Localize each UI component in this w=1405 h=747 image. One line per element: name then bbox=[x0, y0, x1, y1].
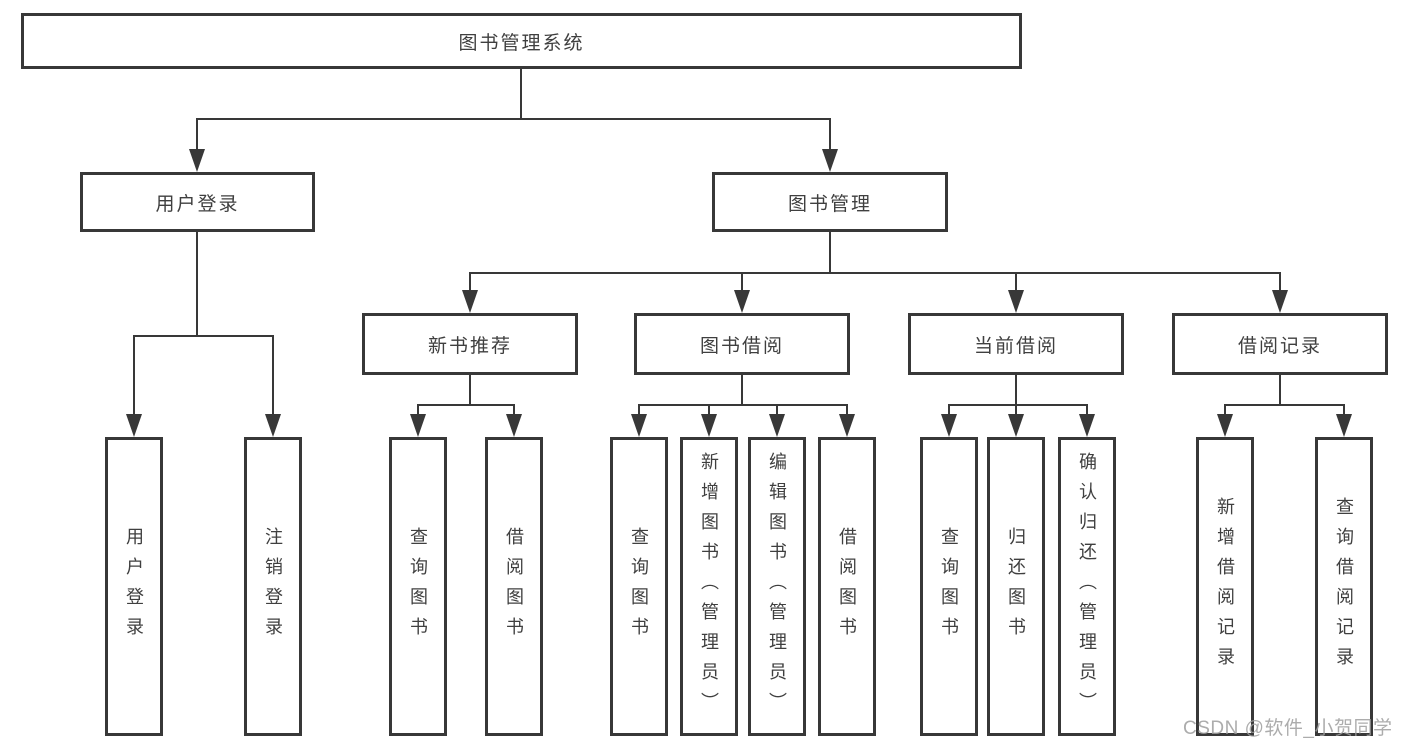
arrow-down-icon bbox=[1272, 290, 1288, 313]
arrow-down-icon bbox=[1008, 290, 1024, 313]
node-current-borrowing: 当前借阅 bbox=[908, 313, 1124, 375]
node-borrowing-records: 借阅记录 bbox=[1172, 313, 1388, 375]
leaf-query-books-borrow: 查询图书 bbox=[610, 437, 668, 736]
node-label: 编辑图书（管理员） bbox=[767, 451, 787, 722]
connector-shaft bbox=[469, 272, 471, 292]
node-label: 当前借阅 bbox=[973, 335, 1058, 357]
connector-drop bbox=[1279, 375, 1281, 406]
connector-shaft bbox=[708, 404, 710, 416]
leaf-confirm-return-admin: 确认归还（管理员） bbox=[1058, 437, 1116, 736]
arrow-down-icon bbox=[410, 414, 426, 437]
connector-shaft bbox=[846, 404, 848, 416]
node-label: 借阅图书 bbox=[504, 526, 524, 647]
leaf-edit-book-admin: 编辑图书（管理员） bbox=[748, 437, 806, 736]
arrow-down-icon bbox=[941, 414, 957, 437]
node-label: 借阅图书 bbox=[837, 526, 857, 647]
connector-shaft bbox=[513, 404, 515, 416]
connector-shaft bbox=[1015, 272, 1017, 292]
node-label: 查询图书 bbox=[408, 526, 428, 647]
connector-drop bbox=[1015, 375, 1017, 406]
leaf-logout: 注销登录 bbox=[244, 437, 302, 736]
arrow-down-icon bbox=[1008, 414, 1024, 437]
connector-user-login-drop bbox=[196, 232, 198, 336]
arrow-down-icon bbox=[631, 414, 647, 437]
csdn-watermark: CSDN @软件_小贺同学 bbox=[1183, 718, 1393, 739]
connector-level2-split bbox=[196, 118, 831, 120]
leaf-query-books-current: 查询图书 bbox=[920, 437, 978, 736]
connector-level3-split bbox=[469, 272, 1281, 274]
connector-user-login-split bbox=[133, 335, 274, 337]
connector-shaft bbox=[272, 335, 274, 417]
node-label: 用户登录 bbox=[124, 526, 144, 647]
arrow-down-icon bbox=[769, 414, 785, 437]
node-label: 查询图书 bbox=[629, 526, 649, 647]
connector-shaft bbox=[1086, 404, 1088, 416]
node-root-system: 图书管理系统 bbox=[21, 13, 1022, 69]
arrow-down-icon bbox=[265, 414, 281, 437]
node-label: 新增图书（管理员） bbox=[699, 451, 719, 722]
connector-shaft bbox=[776, 404, 778, 416]
connector-shaft bbox=[948, 404, 950, 416]
leaf-user-login: 用户登录 bbox=[105, 437, 163, 736]
leaf-query-borrow-record: 查询借阅记录 bbox=[1315, 437, 1373, 736]
connector-shaft bbox=[1224, 404, 1226, 416]
connector-shaft bbox=[638, 404, 640, 416]
node-new-book-recommend: 新书推荐 bbox=[362, 313, 578, 375]
node-label: 图书管理 bbox=[787, 193, 872, 215]
connector-book-mgmt-shaft bbox=[829, 118, 831, 152]
node-label: 归还图书 bbox=[1006, 526, 1026, 647]
arrow-down-icon bbox=[839, 414, 855, 437]
node-label: 借阅记录 bbox=[1237, 335, 1322, 357]
node-label: 新书推荐 bbox=[427, 335, 512, 357]
connector-split bbox=[638, 404, 848, 406]
connector-shaft bbox=[741, 272, 743, 292]
arrow-down-icon bbox=[701, 414, 717, 437]
leaf-add-book-admin: 新增图书（管理员） bbox=[680, 437, 738, 736]
node-book-management: 图书管理 bbox=[712, 172, 948, 232]
node-label: 新增借阅记录 bbox=[1215, 496, 1235, 677]
connector-shaft bbox=[133, 335, 135, 417]
arrow-down-icon bbox=[1336, 414, 1352, 437]
arrow-down-icon bbox=[126, 414, 142, 437]
connector-book-mgmt-drop bbox=[829, 232, 831, 273]
leaf-query-books-recommend: 查询图书 bbox=[389, 437, 447, 736]
node-label: 查询图书 bbox=[939, 526, 959, 647]
node-label: 确认归还（管理员） bbox=[1077, 451, 1097, 722]
node-user-login: 用户登录 bbox=[80, 172, 315, 232]
connector-root-drop bbox=[520, 69, 522, 119]
connector-user-login-shaft bbox=[196, 118, 198, 152]
leaf-add-borrow-record: 新增借阅记录 bbox=[1196, 437, 1254, 736]
arrow-down-icon bbox=[189, 149, 205, 172]
connector-drop bbox=[741, 375, 743, 406]
connector-split bbox=[417, 404, 515, 406]
connector-drop bbox=[469, 375, 471, 406]
node-label: 用户登录 bbox=[155, 193, 240, 215]
leaf-borrow-books: 借阅图书 bbox=[818, 437, 876, 736]
node-book-borrowing: 图书借阅 bbox=[634, 313, 850, 375]
arrow-down-icon bbox=[462, 290, 478, 313]
arrow-down-icon bbox=[1217, 414, 1233, 437]
arrow-down-icon bbox=[506, 414, 522, 437]
connector-shaft bbox=[1015, 404, 1017, 416]
arrow-down-icon bbox=[734, 290, 750, 313]
connector-split bbox=[948, 404, 1088, 406]
arrow-down-icon bbox=[1079, 414, 1095, 437]
connector-shaft bbox=[1343, 404, 1345, 416]
leaf-return-book: 归还图书 bbox=[987, 437, 1045, 736]
connector-shaft bbox=[1279, 272, 1281, 292]
node-label: 注销登录 bbox=[263, 526, 283, 647]
connector-split bbox=[1224, 404, 1345, 406]
node-label: 图书借阅 bbox=[699, 335, 784, 357]
leaf-borrow-books-recommend: 借阅图书 bbox=[485, 437, 543, 736]
connector-shaft bbox=[417, 404, 419, 416]
node-label: 查询借阅记录 bbox=[1334, 496, 1354, 677]
arrow-down-icon bbox=[822, 149, 838, 172]
node-label: 图书管理系统 bbox=[458, 32, 585, 54]
